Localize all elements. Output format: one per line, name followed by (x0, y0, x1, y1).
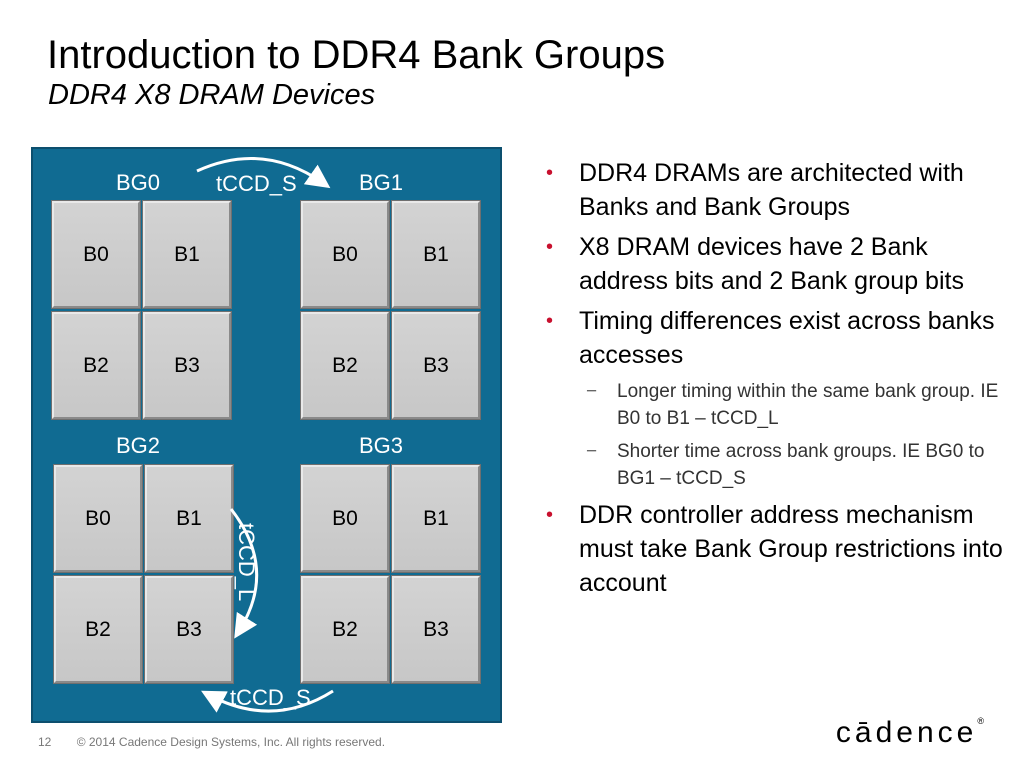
sub-bullet-text: Shorter time across bank groups. IE BG0 … (617, 441, 985, 489)
bullet-text: DDR controller address mechanism must ta… (579, 501, 1003, 597)
footer: 12 © 2014 Cadence Design Systems, Inc. A… (38, 735, 385, 749)
bank-b3: B3 (391, 311, 481, 420)
bank-group-diagram: BG0 BG1 BG2 BG3 B0 B1 B2 B3 B0 B1 B2 B3 … (31, 147, 502, 723)
bank-group-label-bg0: BG0 (116, 170, 161, 195)
bank-group-bg2: B0 B1 B2 B3 (52, 463, 236, 685)
logo-wordmark: cādence (835, 716, 978, 749)
bullet-text: X8 DRAM devices have 2 Bank address bits… (579, 233, 964, 295)
bank-b3: B3 (391, 575, 481, 684)
dash-icon: − (586, 441, 598, 462)
slide-title: Introduction to DDR4 Bank Groups (47, 33, 666, 77)
bullet-icon: • (546, 504, 554, 526)
bank-b3: B3 (142, 311, 232, 420)
cadence-logo: cādence® (836, 716, 984, 750)
bullet-icon: • (546, 310, 554, 332)
bank-b1: B1 (144, 464, 234, 573)
registered-mark: ® (977, 716, 984, 726)
bullet-list: • DDR4 DRAMs are architected with Banks … (543, 156, 1003, 606)
bank-b2: B2 (300, 311, 390, 420)
bank-b1: B1 (142, 200, 232, 309)
tccd-s-bottom-arrow (201, 689, 334, 713)
sub-bullet-item: − Shorter time across bank groups. IE BG… (543, 438, 1003, 492)
bank-group-label-bg3: BG3 (359, 433, 404, 458)
bank-group-bg1: B0 B1 B2 B3 (299, 199, 483, 421)
bank-group-bg3: B0 B1 B2 B3 (299, 463, 483, 685)
bullet-text: Timing differences exist across banks ac… (579, 307, 995, 369)
bank-b0: B0 (51, 200, 141, 309)
bullet-text: DDR4 DRAMs are architected with Banks an… (579, 159, 964, 221)
timing-arrows: tCCD_S tCCD_L tCCD_S (196, 157, 334, 713)
bank-b2: B2 (300, 575, 390, 684)
bank-b1: B1 (391, 200, 481, 309)
bank-b3: B3 (144, 575, 234, 684)
bullet-item: • DDR4 DRAMs are architected with Banks … (543, 156, 1003, 224)
bank-b0: B0 (300, 200, 390, 309)
bullet-item: • X8 DRAM devices have 2 Bank address bi… (543, 230, 1003, 298)
bank-b2: B2 (51, 311, 141, 420)
bank-b0: B0 (300, 464, 390, 573)
tccd-s-top-arrow (196, 157, 331, 189)
bullet-item: • Timing differences exist across banks … (543, 304, 1003, 372)
tccd-s-bottom-label: tCCD_S (230, 685, 311, 710)
sub-bullet-text: Longer timing within the same bank group… (617, 381, 999, 429)
bullet-icon: • (546, 162, 554, 184)
bank-group-label-bg2: BG2 (116, 433, 161, 458)
tccd-l-label: tCCD_L (234, 523, 259, 601)
slide-subtitle: DDR4 X8 DRAM Devices (48, 79, 376, 111)
bullet-icon: • (546, 236, 554, 258)
bank-group-label-bg1: BG1 (359, 170, 404, 195)
bank-b2: B2 (53, 575, 143, 684)
tccd-s-top-label: tCCD_S (216, 171, 297, 196)
bullet-item: • DDR controller address mechanism must … (543, 498, 1003, 600)
bank-group-bg0: B0 B1 B2 B3 (50, 199, 234, 421)
copyright-text: © 2014 Cadence Design Systems, Inc. All … (76, 735, 386, 749)
bank-b1: B1 (391, 464, 481, 573)
dash-icon: − (586, 381, 598, 402)
tccd-l-arrow (229, 508, 259, 639)
page-number: 12 (38, 735, 52, 749)
sub-bullet-item: − Longer timing within the same bank gro… (543, 378, 1003, 432)
bank-b0: B0 (53, 464, 143, 573)
